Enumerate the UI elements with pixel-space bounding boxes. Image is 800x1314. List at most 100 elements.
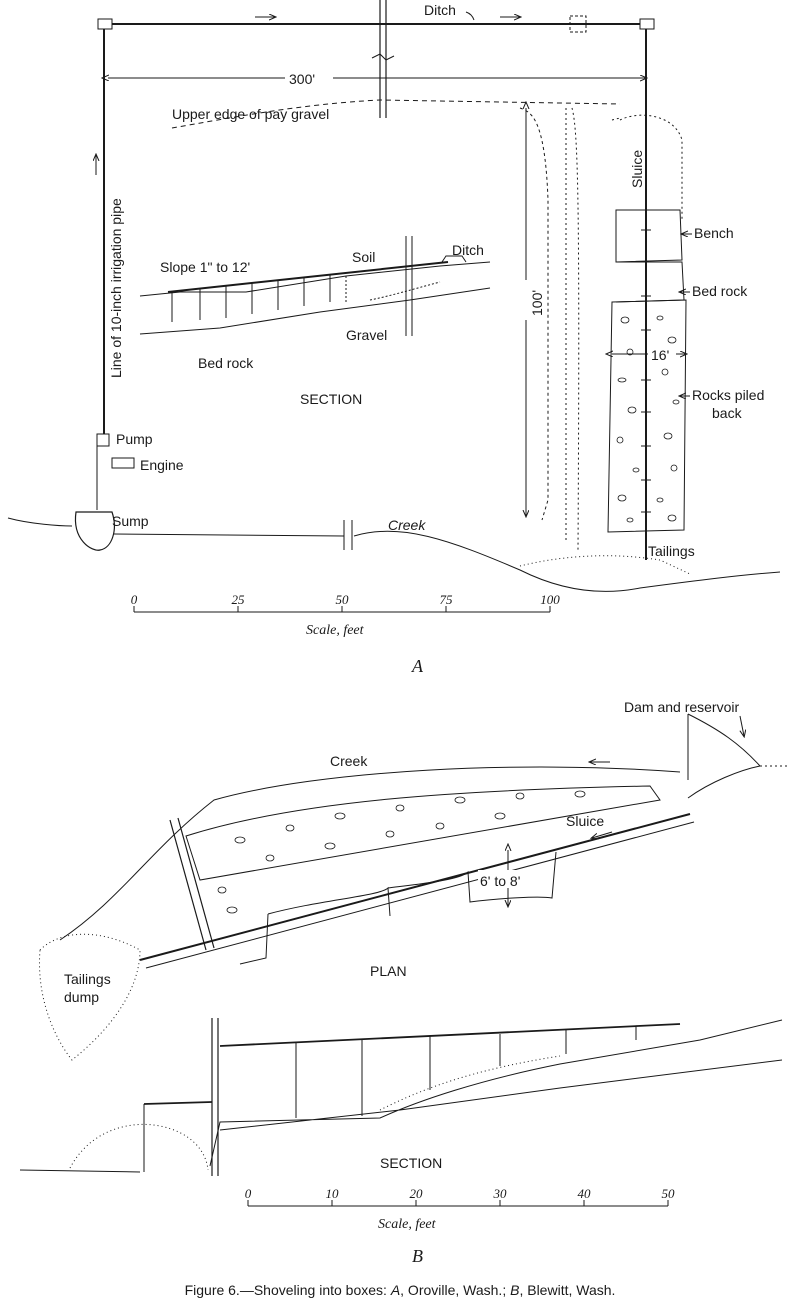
rocks-piled-label-2: back [712, 405, 743, 421]
scale-b-tick-label: 10 [326, 1186, 340, 1201]
sluice-upper-channel [619, 114, 683, 220]
figure-b-label: B [412, 1246, 423, 1266]
section-b-gravel [379, 1055, 561, 1111]
dimension-300-label: 300' [289, 71, 315, 87]
caption-a: A [390, 1282, 401, 1298]
scale-b-tick-label: 40 [578, 1186, 592, 1201]
section-b-label: SECTION [380, 1155, 442, 1171]
width-16-gap [648, 344, 676, 362]
section-a-label: SECTION [300, 391, 362, 407]
cut-area-b [239, 851, 557, 965]
creek-ground-line [7, 517, 781, 592]
section-sluice-posts [171, 275, 331, 322]
figure-a: Ditch Line of 10-inch irrigation pipe 30… [7, 0, 781, 676]
sump-label: Sump [112, 513, 149, 529]
plan-label: PLAN [370, 963, 407, 979]
tailings-dump-label-1: Tailings [64, 971, 111, 987]
gravel-label: Gravel [346, 327, 387, 343]
creek-label: Creek [388, 517, 426, 533]
figure-a-label: A [411, 656, 424, 676]
scale-b-tick-label: 50 [662, 1186, 676, 1201]
rocks-piled-label-1: Rocks piled [692, 387, 764, 403]
tailings-dump-label-2: dump [64, 989, 99, 1005]
engine-icon [111, 457, 135, 469]
bench-label: Bench [694, 225, 734, 241]
dimension-300-gap [285, 70, 333, 86]
figure-b: Dam and reservoir Creek Sluice 6' to 8' [19, 699, 790, 1266]
section-b-ground [19, 1019, 783, 1173]
section-ditch-post [405, 236, 413, 336]
ditch-end-box-right [639, 18, 655, 30]
section-b-flume [143, 1101, 213, 1105]
tailings-dump-pile [38, 933, 141, 1061]
section-ground-top [139, 261, 491, 297]
section-ground-bottom [139, 287, 491, 335]
scale-b-tick-label: 20 [410, 1186, 424, 1201]
crossing-line-2 [177, 817, 215, 949]
creek-b-line [59, 766, 681, 941]
scale-b-ticks: 0 10 20 30 40 50 [245, 1186, 675, 1206]
engine-label: Engine [140, 457, 184, 473]
pay-gravel-label: Upper edge of pay gravel [172, 106, 329, 122]
ditch-gate-box [569, 15, 587, 33]
top-ditch-leader [465, 11, 475, 21]
pump-label: Pump [116, 431, 153, 447]
slope-label: Slope 1" to 12' [160, 259, 250, 275]
caption-a-text: , Oroville, Wash.; [400, 1282, 511, 1298]
ditch-end-box-left [97, 18, 113, 30]
top-ditch-label: Ditch [424, 2, 456, 18]
gravel-boundary-dashed [565, 107, 621, 551]
section-inset: Slope 1" to 12' Soil Ditch Gravel Bed ro… [139, 236, 491, 407]
scale-b-tick-label: 30 [493, 1186, 508, 1201]
caption-b-text: , Blewitt, Wash. [519, 1282, 616, 1298]
rocks-pattern [616, 315, 680, 523]
section-b-posts [295, 1026, 637, 1118]
width-16-label: 16' [651, 347, 669, 363]
scale-a-ticks: 0 25 50 75 100 [131, 592, 560, 612]
scale-a-label: Scale, feet [306, 623, 365, 638]
section-sluice-line [167, 261, 449, 293]
figure-caption: Figure 6.—Shoveling into boxes: A, Orovi… [0, 1282, 800, 1298]
sluice-box-ticks [641, 229, 651, 513]
sluice-label: Sluice [629, 150, 645, 188]
scale-b-tick-label: 0 [245, 1186, 252, 1201]
scale-a-tick-label: 100 [540, 592, 560, 607]
rocks-column [607, 299, 687, 533]
pump-icon [96, 433, 110, 447]
scale-b-label: Scale, feet [378, 1217, 437, 1232]
cut-outline-dashed [519, 107, 549, 521]
ditch-section-label: Ditch [452, 242, 484, 258]
dimension-100-label: 100' [529, 290, 545, 316]
section-gravel-fill [345, 276, 441, 304]
caption-prefix: Figure 6.—Shoveling into boxes: [184, 1282, 391, 1298]
dam-label: Dam and reservoir [624, 699, 739, 715]
irrigation-pipe-label: Line of 10-inch irrigation pipe [108, 198, 124, 378]
creek-b-label: Creek [330, 753, 368, 769]
reservoir-outline [687, 713, 761, 799]
section-b-sluice [219, 1023, 681, 1047]
tailings-label: Tailings [648, 543, 695, 559]
width-b-gap [478, 870, 540, 888]
dam-leader [740, 715, 744, 736]
scale-a-tick-label: 0 [131, 592, 138, 607]
scale-a-tick-label: 25 [232, 592, 246, 607]
width-b-label: 6' to 8' [480, 873, 520, 889]
sump-icon [74, 511, 115, 551]
scale-a-tick-label: 75 [440, 592, 454, 607]
sluice-b-arrow [592, 831, 613, 838]
sluice-b-label: Sluice [566, 813, 604, 829]
gravel-band-pattern [217, 790, 586, 914]
gravel-band-upper [185, 785, 661, 881]
section-b-tailings [69, 1123, 209, 1171]
bench-block [615, 209, 683, 263]
bedrock-section-label: Bed rock [198, 355, 254, 371]
sluice-b-line-2 [145, 821, 695, 969]
section-ditch-channel [441, 255, 467, 263]
caption-b: B [510, 1282, 520, 1298]
soil-label: Soil [352, 249, 375, 265]
crossing-line-1 [169, 819, 207, 951]
scale-a-tick-label: 50 [336, 592, 350, 607]
bedrock-label: Bed rock [692, 283, 748, 299]
dimension-100-gap [516, 280, 536, 320]
